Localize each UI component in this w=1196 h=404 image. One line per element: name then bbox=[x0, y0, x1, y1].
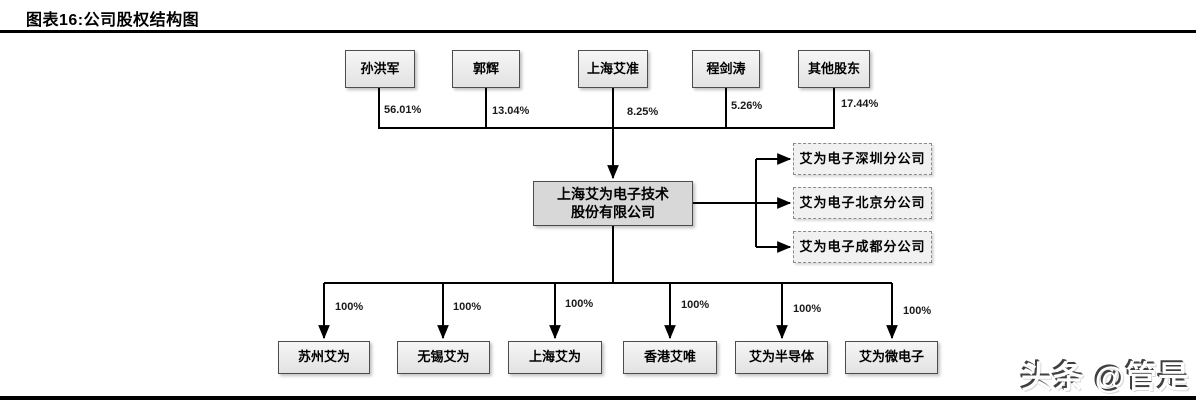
figure-title: 图表16:公司股权结构图 bbox=[26, 12, 200, 29]
subsidiary-box-hongkong: 香港艾唯 bbox=[623, 341, 717, 374]
subsidiary-box-microelectronics: 艾为微电子 bbox=[845, 341, 938, 374]
shareholder-box-chengjiantao: 程剑涛 bbox=[692, 50, 760, 88]
shareholder-box-sunhongjun: 孙洪军 bbox=[345, 50, 415, 88]
stake-label: 5.26% bbox=[731, 100, 763, 112]
subsidiary-box-suzhou: 苏州艾为 bbox=[278, 341, 370, 374]
stake-label: 100% bbox=[793, 303, 822, 315]
stake-label: 100% bbox=[903, 305, 932, 317]
watermark-toutiao: 头条 @管是 bbox=[1021, 360, 1190, 395]
parent-company-name-line2: 股份有限公司 bbox=[571, 203, 655, 220]
branch-box-chengdu: 艾为电子成都分公司 bbox=[793, 231, 932, 263]
bottom-rule bbox=[0, 396, 1196, 400]
parent-company-box: 上海艾为电子技术 股份有限公司 bbox=[533, 181, 693, 226]
subsidiary-box-shanghai: 上海艾为 bbox=[508, 341, 602, 374]
shareholder-box-other: 其他股东 bbox=[798, 50, 870, 88]
stake-label: 100% bbox=[335, 301, 364, 313]
stake-label: 100% bbox=[565, 298, 594, 310]
subsidiary-box-semiconductor: 艾为半导体 bbox=[735, 341, 828, 374]
stake-label: 56.01% bbox=[384, 104, 422, 116]
shareholder-box-guohui: 郭辉 bbox=[452, 50, 520, 88]
subsidiary-box-wuxi: 无锡艾为 bbox=[397, 341, 490, 374]
stake-label: 13.04% bbox=[492, 105, 530, 117]
stake-label: 100% bbox=[681, 299, 710, 311]
stake-label: 100% bbox=[453, 301, 482, 313]
branch-box-beijing: 艾为电子北京分公司 bbox=[793, 187, 932, 219]
stake-label: 8.25% bbox=[627, 106, 659, 118]
shareholder-box-shanghaiaizhun: 上海艾准 bbox=[578, 50, 648, 88]
branch-box-shenzhen: 艾为电子深圳分公司 bbox=[793, 143, 932, 175]
parent-company-name-line1: 上海艾为电子技术 bbox=[557, 186, 669, 202]
stake-label: 17.44% bbox=[841, 98, 879, 110]
top-rule bbox=[0, 30, 1196, 33]
